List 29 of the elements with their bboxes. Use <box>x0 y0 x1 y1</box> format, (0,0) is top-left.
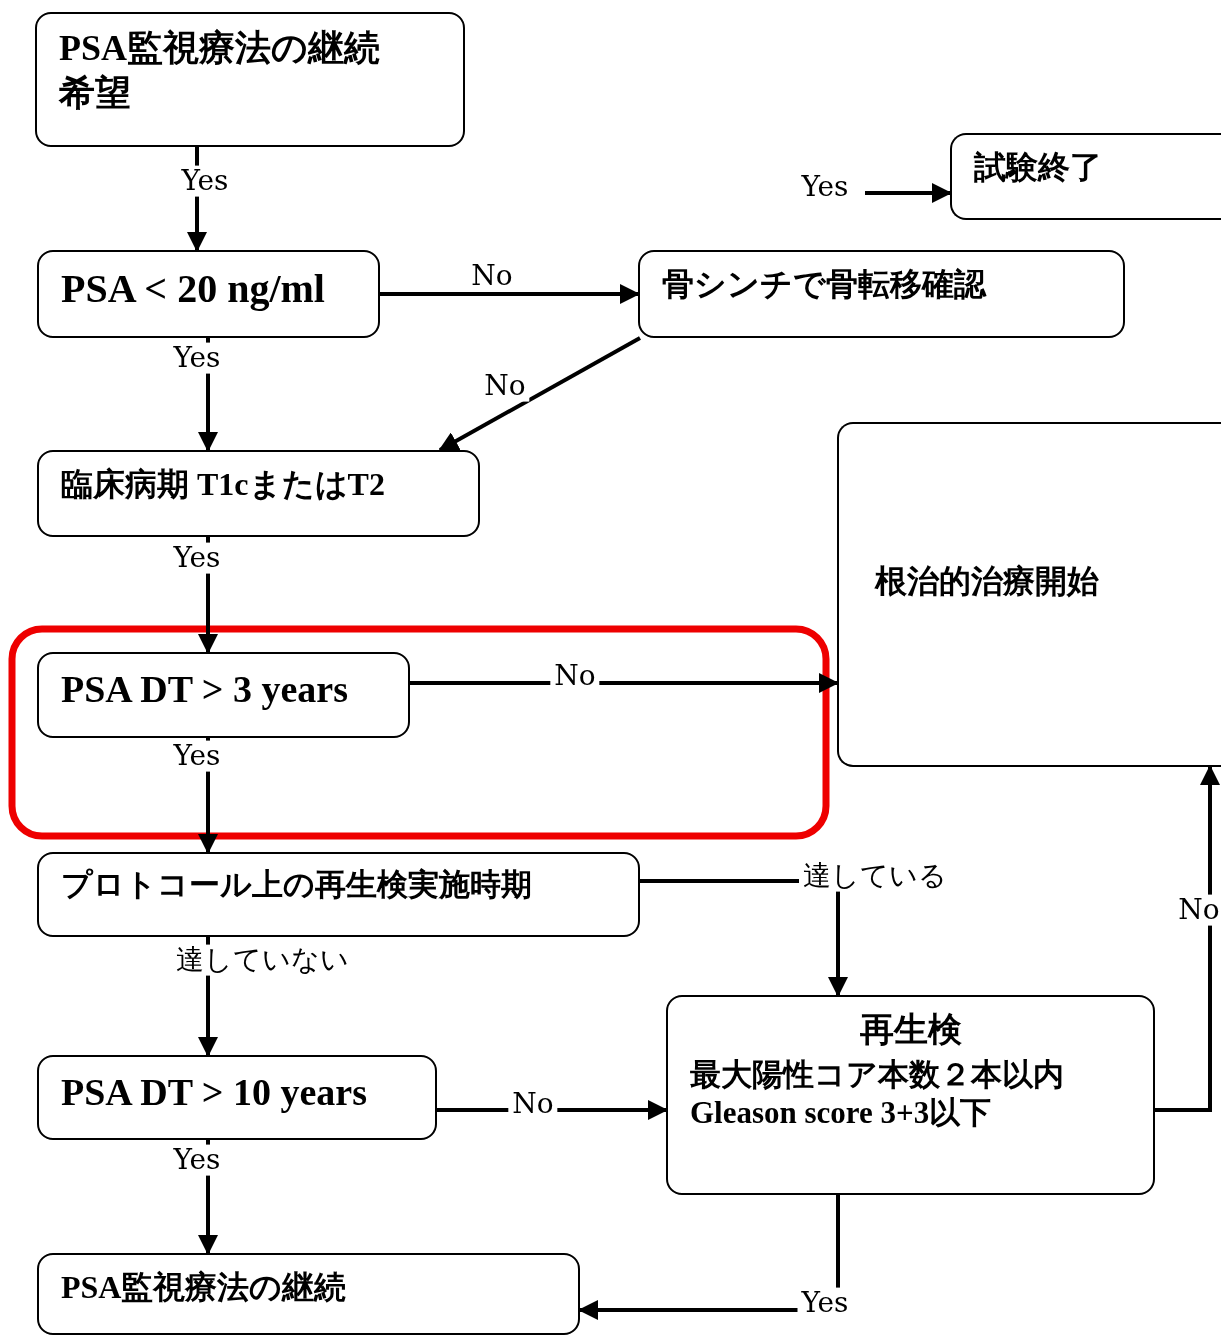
box-text: 最大陽性コア本数２本以内 <box>690 1055 1065 1094</box>
process-box <box>37 250 380 338</box>
box-text: 根治的治療開始 <box>875 561 1099 601</box>
process-box <box>666 995 1155 1195</box>
box-text: PSA監視療法の継続希望 <box>59 27 381 115</box>
box-text: 骨シンチで骨転移確認 <box>662 265 988 304</box>
box-text: Gleason score 3+3以下 <box>690 1094 993 1133</box>
process-box <box>37 450 480 537</box>
arrow <box>410 673 839 693</box>
process-box <box>37 1055 437 1140</box>
box-text: PSA < 20 ng/ml <box>61 265 326 313</box>
process-box <box>37 852 640 937</box>
box-text: プロトコール上の再生検実施時期 <box>61 866 533 904</box>
process-box <box>638 250 1125 338</box>
process-box <box>837 422 1221 767</box>
box-text: PSA監視療法の継続 <box>61 1268 348 1307</box>
arrow <box>380 284 640 304</box>
box-text: 試験終了 <box>974 148 1103 187</box>
box-text: PSA DT > 3 years <box>61 667 349 712</box>
process-box <box>37 652 410 738</box>
box-heading: 再生検 <box>858 1010 963 1050</box>
process-box <box>37 1253 580 1335</box>
arrow <box>865 183 952 203</box>
arrow <box>438 336 641 452</box>
arrow <box>1155 765 1220 1112</box>
box-text: 臨床病期 T1cまたはT2 <box>61 465 386 504</box>
box-text: PSA DT > 10 years <box>61 1070 368 1115</box>
process-box <box>35 12 465 147</box>
process-box <box>950 133 1221 220</box>
